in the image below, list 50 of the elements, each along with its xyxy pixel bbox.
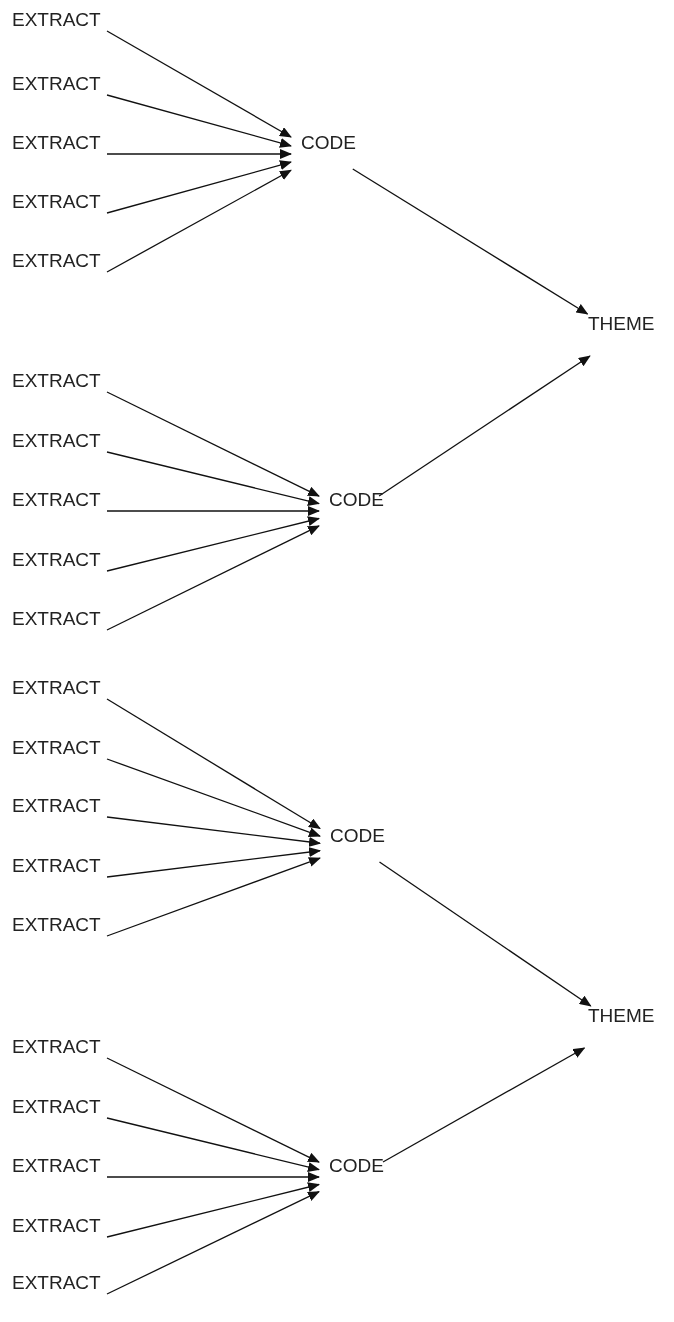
- arrow: [106, 30, 292, 138]
- arrow: [106, 149, 292, 159]
- node-label: EXTRACT: [12, 1096, 101, 1118]
- arrow: [106, 516, 320, 572]
- arrow: [378, 355, 591, 497]
- arrow: [106, 1182, 320, 1238]
- node-label: EXTRACT: [12, 677, 101, 699]
- node-label: EXTRACT: [12, 737, 101, 759]
- arrow: [106, 506, 320, 516]
- arrow: [378, 861, 592, 1007]
- arrow: [382, 1047, 586, 1163]
- arrow: [106, 451, 320, 506]
- node-label: EXTRACT: [12, 132, 101, 154]
- arrow: [352, 168, 589, 315]
- node-label: EXTRACT: [12, 1272, 101, 1294]
- arrow: [106, 1057, 320, 1163]
- node-label: EXTRACT: [12, 430, 101, 452]
- arrow: [106, 698, 321, 830]
- arrow: [106, 1172, 320, 1182]
- node-label: THEME: [588, 1005, 655, 1027]
- arrow: [106, 816, 321, 847]
- node-label: EXTRACT: [12, 9, 101, 31]
- node-label: THEME: [588, 313, 655, 335]
- node-label: EXTRACT: [12, 914, 101, 936]
- node-label: EXTRACT: [12, 370, 101, 392]
- arrow: [106, 391, 320, 497]
- arrow: [106, 1117, 320, 1172]
- node-label: CODE: [329, 489, 384, 511]
- node-label: CODE: [301, 132, 356, 154]
- node-label: EXTRACT: [12, 250, 101, 272]
- node-label: EXTRACT: [12, 608, 101, 630]
- node-label: CODE: [329, 1155, 384, 1177]
- arrow: [106, 94, 292, 148]
- arrow: [106, 525, 320, 631]
- node-label: EXTRACT: [12, 795, 101, 817]
- node-label: EXTRACT: [12, 73, 101, 95]
- arrow: [106, 169, 292, 273]
- arrow: [106, 160, 292, 214]
- arrow: [106, 1191, 320, 1295]
- arrow: [106, 847, 321, 878]
- arrow: [106, 758, 321, 837]
- node-label: EXTRACT: [12, 1036, 101, 1058]
- node-label: EXTRACT: [12, 855, 101, 877]
- node-label: EXTRACT: [12, 489, 101, 511]
- arrow: [106, 857, 321, 937]
- node-label: CODE: [330, 825, 385, 847]
- node-label: EXTRACT: [12, 1215, 101, 1237]
- node-label: EXTRACT: [12, 191, 101, 213]
- node-label: EXTRACT: [12, 549, 101, 571]
- node-label: EXTRACT: [12, 1155, 101, 1177]
